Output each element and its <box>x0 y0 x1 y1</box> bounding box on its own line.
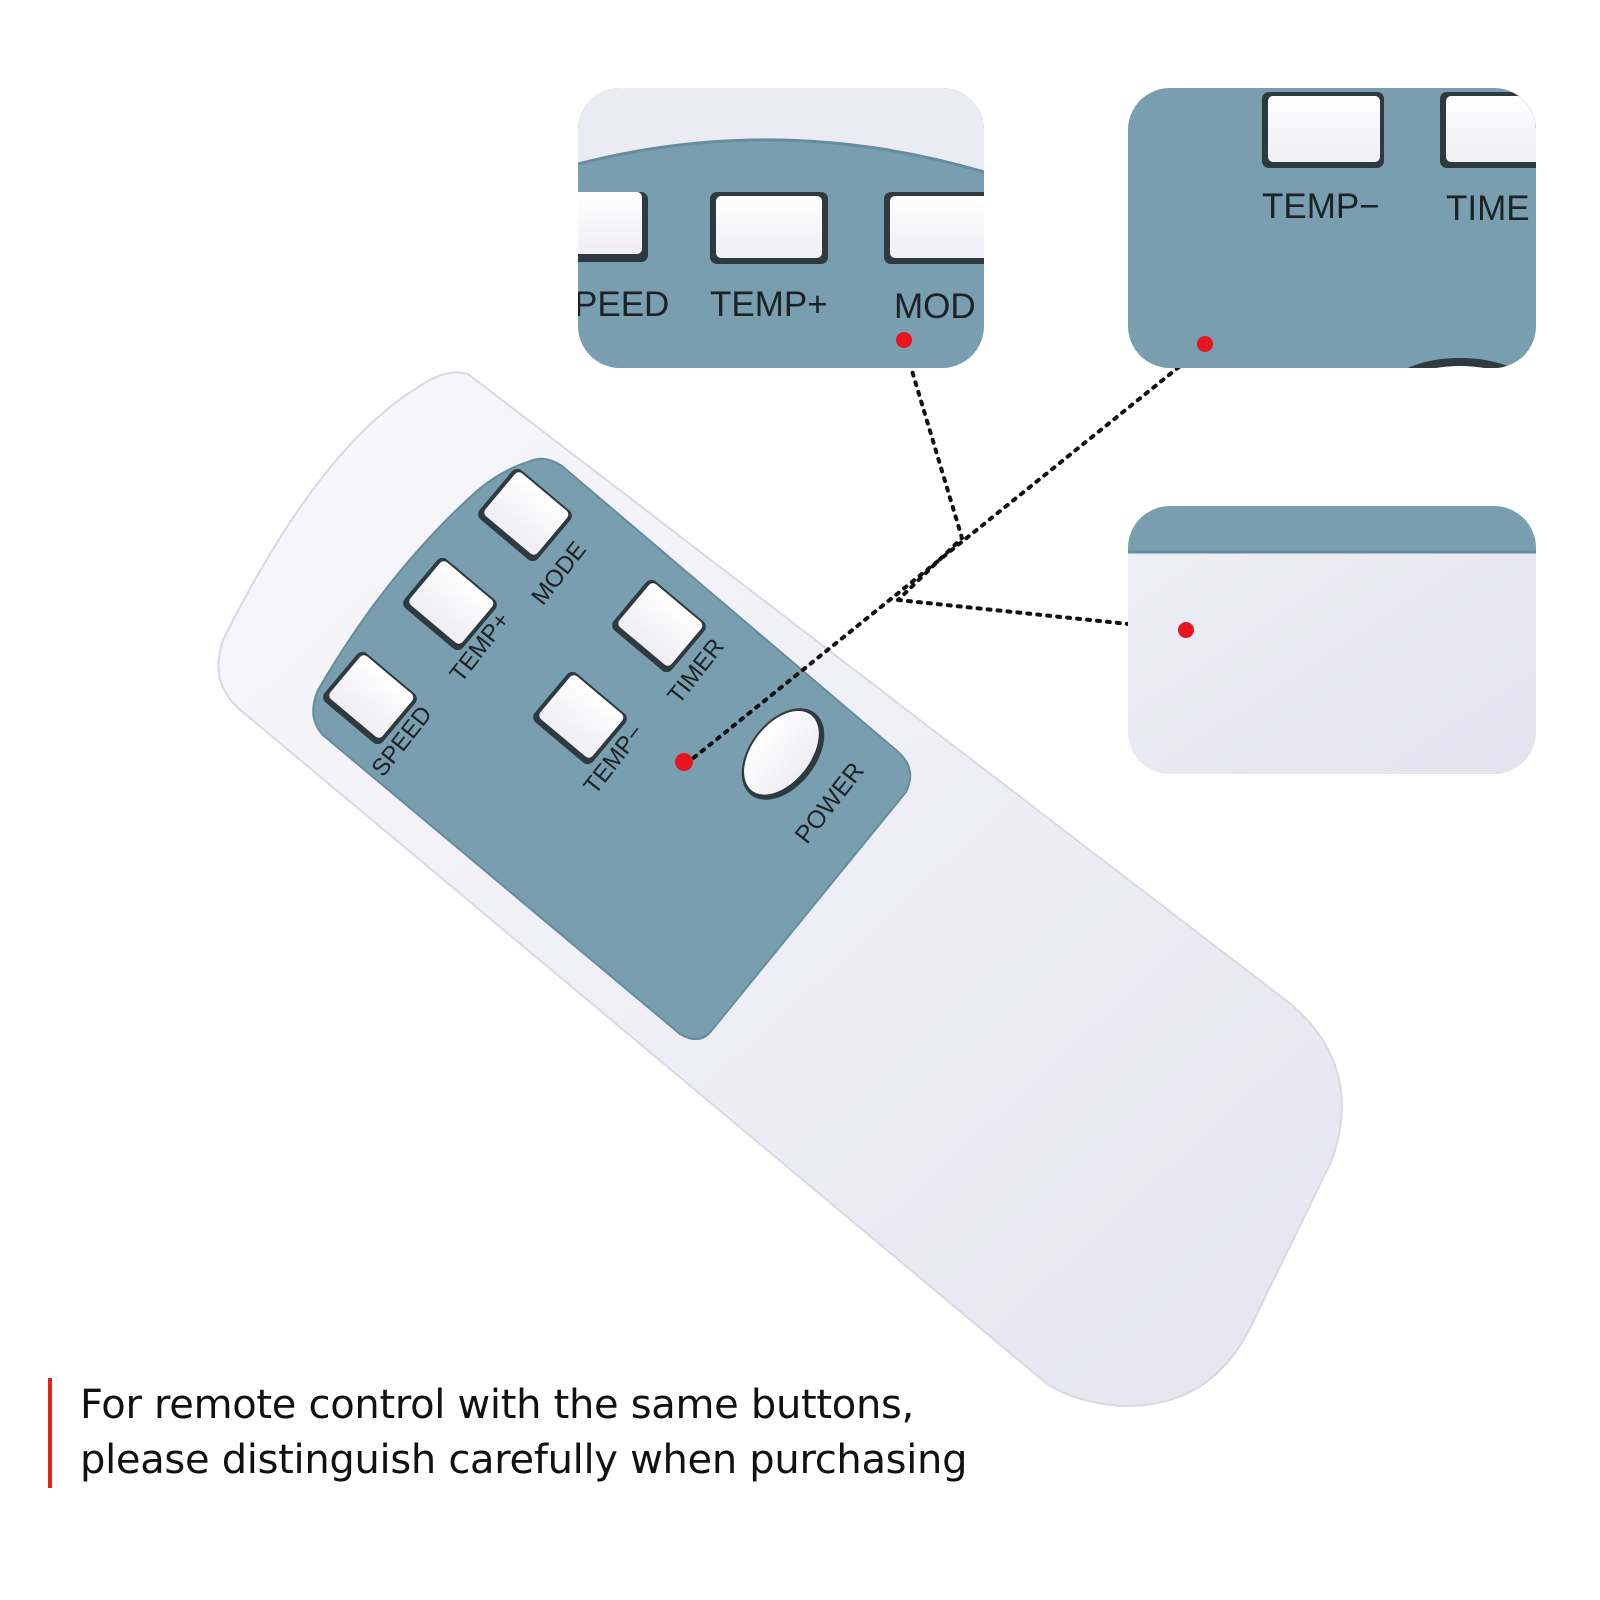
zoom-temp-minus-label: TEMP− <box>1262 187 1380 226</box>
zoom-panel-top-right: TEMP− TIME <box>1128 88 1536 368</box>
marker-dot-zoom-temp-minus <box>1197 336 1213 352</box>
zoom-mode-label: MOD <box>894 287 976 326</box>
remote-control: MODE TEMP+ SPEED TIMER TEMP− POWER <box>217 371 1343 1408</box>
caption-line-1: For remote control with the same buttons… <box>80 1382 914 1428</box>
zoom-power-button-edge <box>1386 358 1534 368</box>
zoom-panel-body <box>1128 506 1536 774</box>
leader-lines <box>684 342 1207 766</box>
temp-plus-button[interactable] <box>400 555 499 653</box>
zoom-timer-label: TIME <box>1446 189 1530 228</box>
temp-minus-button[interactable] <box>530 669 629 767</box>
leader-line-temp-minus <box>684 344 1207 766</box>
marker-dot-zoom-body <box>1178 622 1194 638</box>
zoom-temp-plus-label: TEMP+ <box>710 285 828 324</box>
timer-button[interactable] <box>609 577 708 675</box>
mode-button[interactable] <box>475 466 574 564</box>
zoom-temp-minus-button <box>1262 92 1384 168</box>
marker-dots <box>675 332 1213 771</box>
marker-dot-remote <box>675 753 693 771</box>
zoom-mode-button <box>884 192 984 264</box>
zoom-speed-button <box>578 192 648 262</box>
zoom-speed-label: PEED <box>574 285 669 324</box>
leader-line-mode <box>896 342 965 602</box>
zoom-temp-plus-button <box>710 192 828 264</box>
zoom-timer-button <box>1440 92 1536 168</box>
caption-line-2: please distinguish carefully when purcha… <box>80 1437 968 1483</box>
power-button[interactable] <box>725 693 841 816</box>
caption: For remote control with the same buttons… <box>48 1378 967 1488</box>
zoom-panel-top-left: PEED TEMP+ MOD <box>574 88 984 368</box>
marker-dot-zoom-mode <box>896 332 912 348</box>
speed-button[interactable] <box>320 649 419 747</box>
